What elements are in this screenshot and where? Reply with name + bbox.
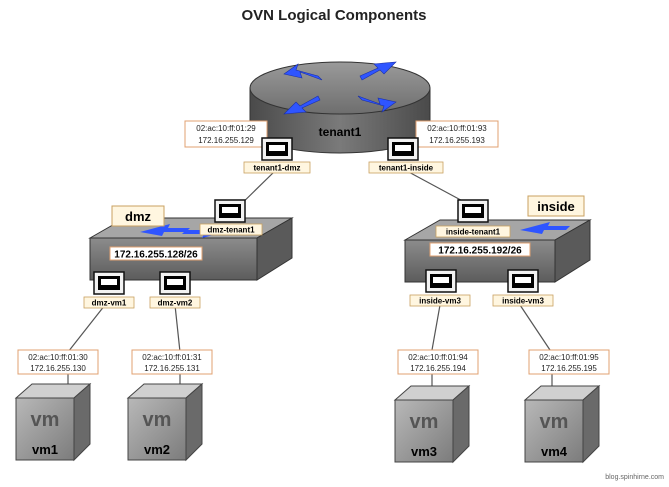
vm-mac: 02:ac:10:ff:01:30 — [28, 353, 88, 362]
vm-icon-text: vm — [410, 411, 439, 433]
switch-subnet: 172.16.255.192/26 — [438, 246, 522, 257]
port-mac: 02:ac:10:ff:01:29 — [196, 124, 256, 133]
switch-arrows-icon — [520, 222, 570, 234]
switch-inside: 172.16.255.192/26 inside inside-tenant1 … — [403, 195, 592, 307]
vm-vm3: vm vm3 — [393, 384, 471, 464]
port-ip: 172.16.255.193 — [429, 136, 485, 145]
vm-ip: 172.16.255.195 — [541, 364, 597, 373]
vm-ip: 172.16.255.130 — [30, 364, 86, 373]
vm-icon-text: vm — [143, 409, 172, 431]
uplink-port-name: inside-tenant1 — [446, 228, 501, 237]
vm-mac: 02:ac:10:ff:01:95 — [539, 353, 599, 362]
vm-ip: 172.16.255.131 — [144, 364, 200, 373]
uplink-port-name: dmz-tenant1 — [207, 226, 255, 235]
link-inside-vm4 — [519, 304, 551, 351]
ethernet-port-icon — [93, 271, 125, 295]
router-name: tenant1 — [319, 125, 362, 139]
port-name: inside-vm3 — [502, 297, 544, 306]
watermark-text: blog.spinhirne.com — [605, 474, 664, 481]
port-ip: 172.16.255.129 — [198, 136, 254, 145]
switch-name: inside — [537, 199, 575, 214]
port-name: inside-vm3 — [419, 297, 461, 306]
address-box — [415, 120, 499, 148]
ethernet-port-icon — [425, 269, 457, 293]
diagram-title: OVN Logical Components — [241, 7, 426, 24]
switch-name: dmz — [125, 209, 152, 224]
ethernet-port-icon — [159, 271, 191, 295]
address-box — [131, 349, 213, 375]
router-arrows-icon — [283, 61, 397, 115]
vm-mac: 02:ac:10:ff:01:94 — [408, 353, 468, 362]
address-box — [528, 349, 610, 375]
vm-vm2: vm vm2 — [126, 382, 204, 462]
vm-ip: 172.16.255.194 — [410, 364, 466, 373]
port-name: dmz-vm1 — [92, 299, 127, 308]
vm-addresses: 02:ac:10:ff:01:30 172.16.255.130 02:ac:1… — [17, 349, 610, 375]
port-name: tenant1-inside — [379, 164, 434, 173]
ethernet-port-icon — [457, 199, 489, 223]
switch-subnet: 172.16.255.128/26 — [114, 250, 198, 261]
vm-name: vm3 — [411, 444, 437, 459]
vm-name: vm2 — [144, 442, 170, 457]
ethernet-port-icon — [507, 269, 539, 293]
port-mac: 02:ac:10:ff:01:93 — [427, 124, 487, 133]
link-dmz-vm2 — [174, 304, 181, 353]
vm-mac: 02:ac:10:ff:01:31 — [142, 353, 202, 362]
vm-vm4: vm vm4 — [523, 384, 601, 464]
port-name: tenant1-dmz — [253, 164, 300, 173]
ethernet-port-icon — [387, 137, 419, 161]
address-box — [17, 349, 99, 375]
link-dmz-vm1 — [67, 304, 106, 353]
port-name: dmz-vm2 — [158, 299, 193, 308]
ethernet-port-icon — [214, 199, 246, 223]
vm-name: vm1 — [32, 442, 58, 457]
address-box — [184, 120, 268, 148]
vm-icon-text: vm — [540, 411, 569, 433]
vm-name: vm4 — [541, 444, 568, 459]
address-box — [397, 349, 479, 375]
router-port-tenant1-dmz: 02:ac:10:ff:01:29 172.16.255.129 tenant1… — [184, 120, 311, 174]
ethernet-port-icon — [261, 137, 293, 161]
link-router-inside — [404, 169, 471, 206]
switch-dmz: 172.16.255.128/26 dmz dmz-tenant1 dmz-vm… — [83, 199, 294, 309]
router-port-tenant1-inside: 02:ac:10:ff:01:93 172.16.255.193 tenant1… — [368, 120, 499, 174]
vm-vm1: vm vm1 — [14, 382, 92, 462]
vm-icon-text: vm — [31, 409, 60, 431]
link-inside-vm3 — [431, 304, 441, 351]
